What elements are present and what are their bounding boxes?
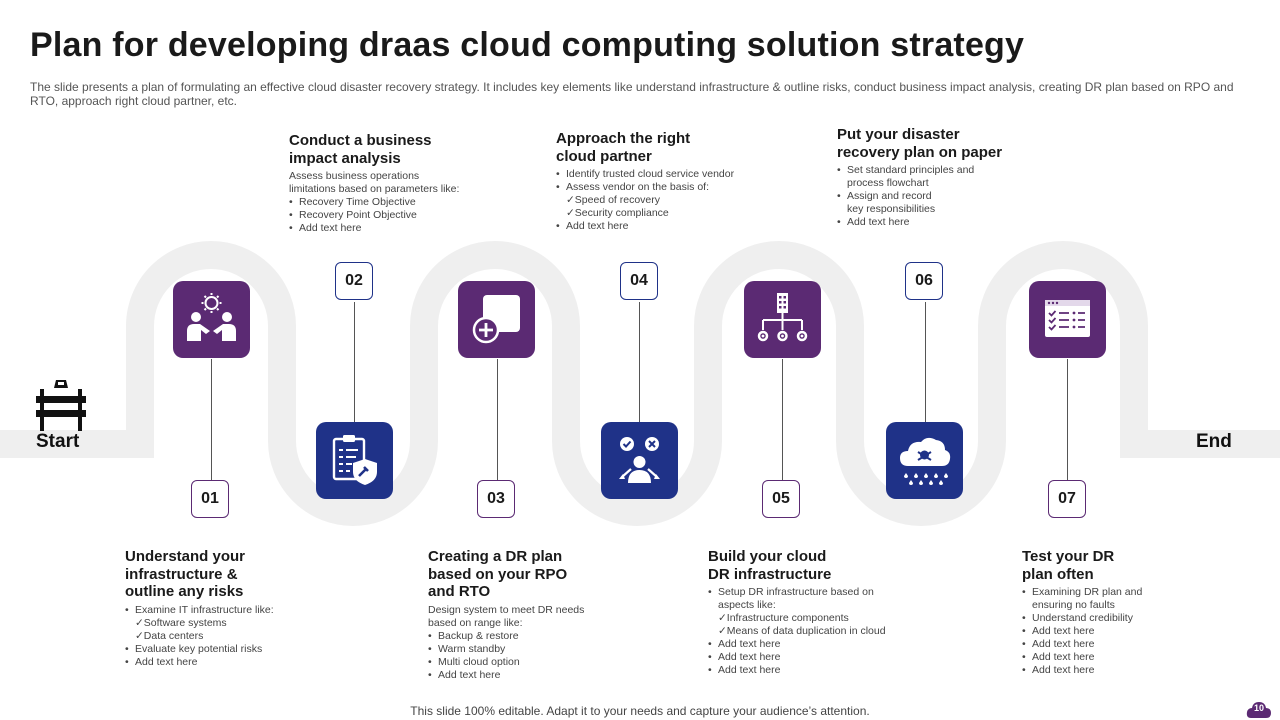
page-title: Plan for developing draas cloud computin… [30, 26, 1025, 64]
step-title: Build your cloud DR infrastructure [708, 548, 832, 583]
list-item: Assign and record key responsibilities [837, 190, 1047, 216]
list-item: Add text here [708, 638, 918, 651]
step-list: Examining DR plan and ensuring no faults… [1022, 586, 1202, 677]
step-title: Test your DR plan often [1022, 548, 1115, 583]
step-list: Examine IT infrastructure like: ✓Softwar… [125, 604, 315, 669]
list-item: Add text here [708, 664, 918, 677]
list-item: Identify trusted cloud service vendor [556, 168, 766, 181]
cloud-disaster-icon [900, 437, 951, 485]
step-02-text: Conduct a business impact analysis Asses… [289, 132, 489, 235]
start-label: Start [36, 431, 80, 452]
connector-line [497, 359, 498, 480]
page-number-badge: 10 [1246, 700, 1272, 718]
connector-line [639, 302, 640, 422]
step-list: Backup & restore Warm standby Multi clou… [428, 630, 628, 682]
list-item: Add text here [556, 220, 766, 233]
list-item: Recovery Point Objective [289, 209, 489, 222]
list-item: Add text here [1022, 625, 1202, 638]
step-number-03: 03 [477, 480, 515, 518]
step-title: Put your disaster recovery plan on paper [837, 126, 1003, 161]
checklist-window-icon [1045, 300, 1090, 337]
step-list: Set standard principles and process flow… [837, 164, 1047, 229]
list-item: Understand credibility [1022, 612, 1202, 625]
list-item: Recovery Time Objective [289, 196, 489, 209]
connector-line [925, 302, 926, 422]
connector-line [354, 302, 355, 422]
list-item: Evaluate key potential risks [125, 643, 315, 656]
step-number-02: 02 [335, 262, 373, 300]
list-item: Assess vendor on the basis of: [556, 181, 766, 194]
step-list: Setup DR infrastructure based on aspects… [708, 586, 918, 677]
list-item: Warm standby [428, 643, 628, 656]
step-06-text: Put your disaster recovery plan on paper… [837, 126, 1047, 229]
clipboard-shield-icon [332, 435, 377, 485]
step-number-05: 05 [762, 480, 800, 518]
step-number-06: 06 [905, 262, 943, 300]
list-item: Setup DR infrastructure based on aspects… [708, 586, 918, 612]
step-description: Design system to meet DR needs based on … [428, 603, 585, 629]
step-title: Understand your infrastructure & outline… [125, 548, 246, 600]
step-04-text: Approach the right cloud partner Identif… [556, 130, 766, 233]
footer-note: This slide 100% editable. Adapt it to yo… [410, 704, 870, 718]
list-item: ✓Infrastructure components [718, 612, 849, 624]
cloud-badge-icon [1246, 702, 1271, 718]
list-item: Add text here [1022, 638, 1202, 651]
step-05-text: Build your cloud DR infrastructure Setup… [708, 548, 918, 677]
step-03-icon-box [458, 281, 535, 358]
list-item: ✓Software systems [135, 616, 227, 629]
step-list: Recovery Time Objective Recovery Point O… [289, 196, 489, 235]
list-item: Add text here [1022, 664, 1202, 677]
add-plan-icon [472, 295, 520, 344]
step-05-icon-box [744, 281, 821, 358]
list-item: Add text here [837, 216, 1047, 229]
step-07-text: Test your DR plan often Examining DR pla… [1022, 548, 1202, 677]
step-06-icon-box [886, 422, 963, 499]
list-item: ✓Means of data duplication in cloud [718, 625, 886, 637]
step-title: Conduct a business impact analysis [289, 132, 432, 167]
step-title: Creating a DR plan based on your RPO and… [428, 548, 568, 600]
building-network-icon [757, 293, 808, 342]
step-01-icon-box [173, 281, 250, 358]
step-03-text: Creating a DR plan based on your RPO and… [428, 548, 628, 682]
step-description: Assess business operations limitations b… [289, 170, 460, 195]
list-item: Backup & restore [428, 630, 628, 643]
list-item: Add text here [708, 651, 918, 664]
page-number: 10 [1253, 703, 1264, 713]
decision-person-icon [619, 437, 660, 483]
page-subtitle: The slide presents a plan of formulating… [30, 80, 1234, 108]
step-07-icon-box [1029, 281, 1106, 358]
connector-line [211, 359, 212, 480]
list-item: ✓Speed of recovery [566, 194, 661, 206]
road-barrier-icon [36, 380, 86, 431]
step-04-icon-box [601, 422, 678, 499]
business-handshake-icon [187, 293, 236, 341]
list-item: Add text here [1022, 651, 1202, 664]
end-label: End [1196, 431, 1232, 452]
list-item: Add text here [428, 669, 628, 682]
list-item: Add text here [125, 656, 315, 669]
list-item: Examining DR plan and ensuring no faults [1022, 586, 1202, 612]
step-title: Approach the right cloud partner [556, 130, 691, 165]
step-number-01: 01 [191, 480, 229, 518]
list-item: Examine IT infrastructure like: [125, 604, 315, 617]
list-item: Add text here [289, 222, 489, 235]
step-01-text: Understand your infrastructure & outline… [125, 548, 315, 669]
list-item: Set standard principles and process flow… [837, 164, 1047, 190]
step-02-icon-box [316, 422, 393, 499]
step-number-07: 07 [1048, 480, 1086, 518]
list-item: Multi cloud option [428, 656, 628, 669]
list-item: ✓Security compliance [566, 207, 669, 219]
step-list: Identify trusted cloud service vendor As… [556, 168, 766, 233]
connector-line [782, 359, 783, 480]
step-number-04: 04 [620, 262, 658, 300]
connector-line [1067, 359, 1068, 480]
list-item: ✓Data centers [135, 629, 204, 642]
